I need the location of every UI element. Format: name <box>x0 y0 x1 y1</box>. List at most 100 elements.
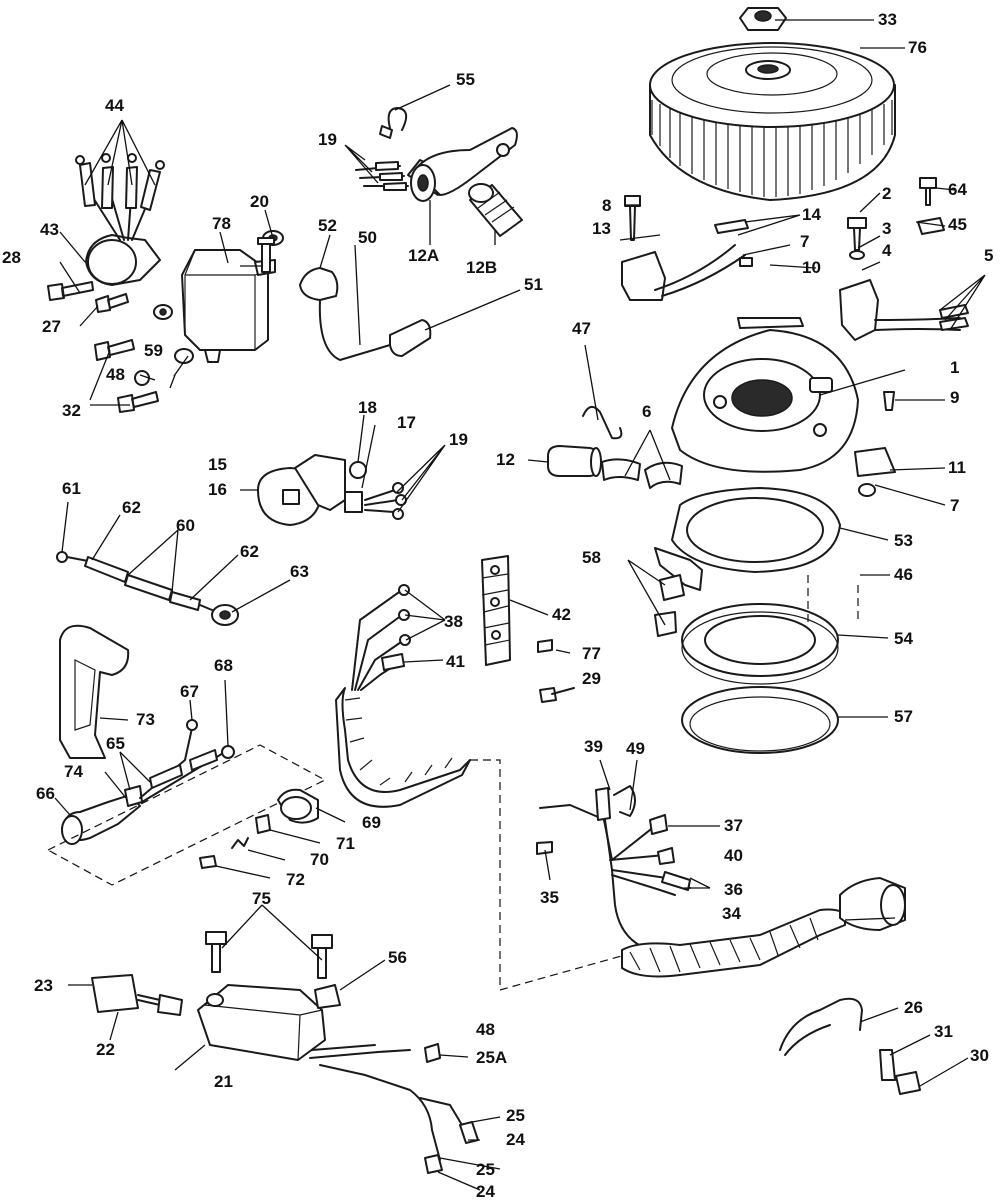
handle-73 <box>59 624 130 759</box>
flywheel-nut <box>739 7 787 31</box>
callout-54: 54 <box>894 629 913 648</box>
callout-50: 50 <box>358 228 377 247</box>
callout-38: 38 <box>444 612 463 631</box>
callout-13: 13 <box>592 219 611 238</box>
callout-40: 40 <box>724 846 743 865</box>
callout-43: 43 <box>40 220 59 239</box>
callout-12b: 12B <box>466 258 498 277</box>
callout-3: 3 <box>882 219 892 238</box>
flywheel <box>649 42 896 201</box>
callout-10: 10 <box>802 258 821 277</box>
callout-20: 20 <box>250 192 269 211</box>
callout-46: 46 <box>894 565 913 584</box>
callout-39: 39 <box>584 737 603 756</box>
callout-49: 49 <box>626 739 645 758</box>
callout-12a: 12A <box>408 246 440 265</box>
callout-59: 59 <box>144 341 163 360</box>
callout-6: 6 <box>642 402 652 421</box>
callout-37: 37 <box>724 816 743 835</box>
boot-12a <box>407 127 518 202</box>
terminals-19-top <box>355 161 409 191</box>
callout-27: 27 <box>42 317 61 336</box>
callout-53: 53 <box>894 531 913 550</box>
ring-54 <box>681 603 839 685</box>
callout-78: 78 <box>212 214 231 233</box>
spark-plug-lead <box>299 267 432 361</box>
callout-75: 75 <box>252 889 271 908</box>
callout-72: 72 <box>286 870 305 889</box>
callout-34: 34 <box>722 904 741 923</box>
callout-55: 55 <box>456 70 475 89</box>
callout-33: 33 <box>878 10 897 29</box>
wires-24-25 <box>309 1043 479 1174</box>
hoses-6 <box>601 458 683 489</box>
harness-38-41 <box>335 584 471 808</box>
callout-61: 61 <box>62 479 81 498</box>
callout-47: 47 <box>572 319 591 338</box>
callout-65: 65 <box>106 734 125 753</box>
callout-26: 26 <box>904 998 923 1017</box>
callout-21: 21 <box>214 1072 233 1091</box>
outline-dashed-left <box>46 744 327 886</box>
callout-14: 14 <box>802 205 821 224</box>
callout-8: 8 <box>602 196 612 215</box>
callout-1: 1 <box>950 358 960 377</box>
ring-53 <box>654 487 841 591</box>
callout-66: 66 <box>36 784 55 803</box>
callout-68: 68 <box>214 656 233 675</box>
callout-48b: 48 <box>476 1020 495 1039</box>
callout-11: 11 <box>948 458 966 477</box>
callout-62b: 62 <box>240 542 259 561</box>
callout-12: 12 <box>496 450 515 469</box>
callout-44: 44 <box>105 96 124 115</box>
ignition-coil-78 <box>181 249 276 363</box>
parts-69-72 <box>199 788 319 869</box>
callout-22: 22 <box>96 1040 115 1059</box>
callout-25c: 25 <box>476 1160 495 1179</box>
callout-42: 42 <box>552 605 571 624</box>
callout-25a: 25A <box>476 1048 508 1067</box>
screws-77-29 <box>537 639 575 703</box>
switch-assembly <box>257 237 367 526</box>
callout-77: 77 <box>582 644 601 663</box>
callout-51: 51 <box>524 275 543 294</box>
wires-65-68 <box>139 719 235 803</box>
terminal-strip-42 <box>481 555 511 666</box>
plug-66-74 <box>61 785 143 845</box>
outline-dashed-right <box>470 759 626 991</box>
callout-19b: 19 <box>449 430 468 449</box>
stator-base <box>671 329 859 473</box>
boot-12b <box>468 183 523 237</box>
callout-70: 70 <box>310 850 329 869</box>
callout-73: 73 <box>136 710 155 729</box>
module-21 <box>197 984 341 1061</box>
callout-17: 17 <box>397 413 416 432</box>
callout-15: 15 <box>208 455 227 474</box>
callout-60: 60 <box>176 516 195 535</box>
callout-32: 32 <box>62 401 81 420</box>
callout-16: 16 <box>208 480 227 499</box>
bolts-27-28-32 <box>47 281 159 413</box>
harness-34 <box>536 785 906 978</box>
callout-25b: 25 <box>506 1106 525 1125</box>
coil-43 <box>75 153 165 286</box>
callout-24b: 24 <box>476 1182 495 1200</box>
callout-30: 30 <box>970 1046 989 1065</box>
callout-2: 2 <box>882 184 892 203</box>
callout-31: 31 <box>934 1022 953 1041</box>
callout-48a: 48 <box>106 365 125 384</box>
callout-57: 57 <box>894 707 913 726</box>
callout-29: 29 <box>582 669 601 688</box>
leader-lines <box>54 19 986 1191</box>
callout-67: 67 <box>180 682 199 701</box>
callout-64: 64 <box>948 180 967 199</box>
ring-57 <box>681 686 839 754</box>
clips-58 <box>654 574 685 637</box>
callout-36: 36 <box>724 880 743 899</box>
callout-35: 35 <box>540 888 559 907</box>
callout-9: 9 <box>950 388 960 407</box>
connector-22-23 <box>91 974 183 1016</box>
bolts-75 <box>205 931 333 979</box>
callout-71: 71 <box>336 834 355 853</box>
